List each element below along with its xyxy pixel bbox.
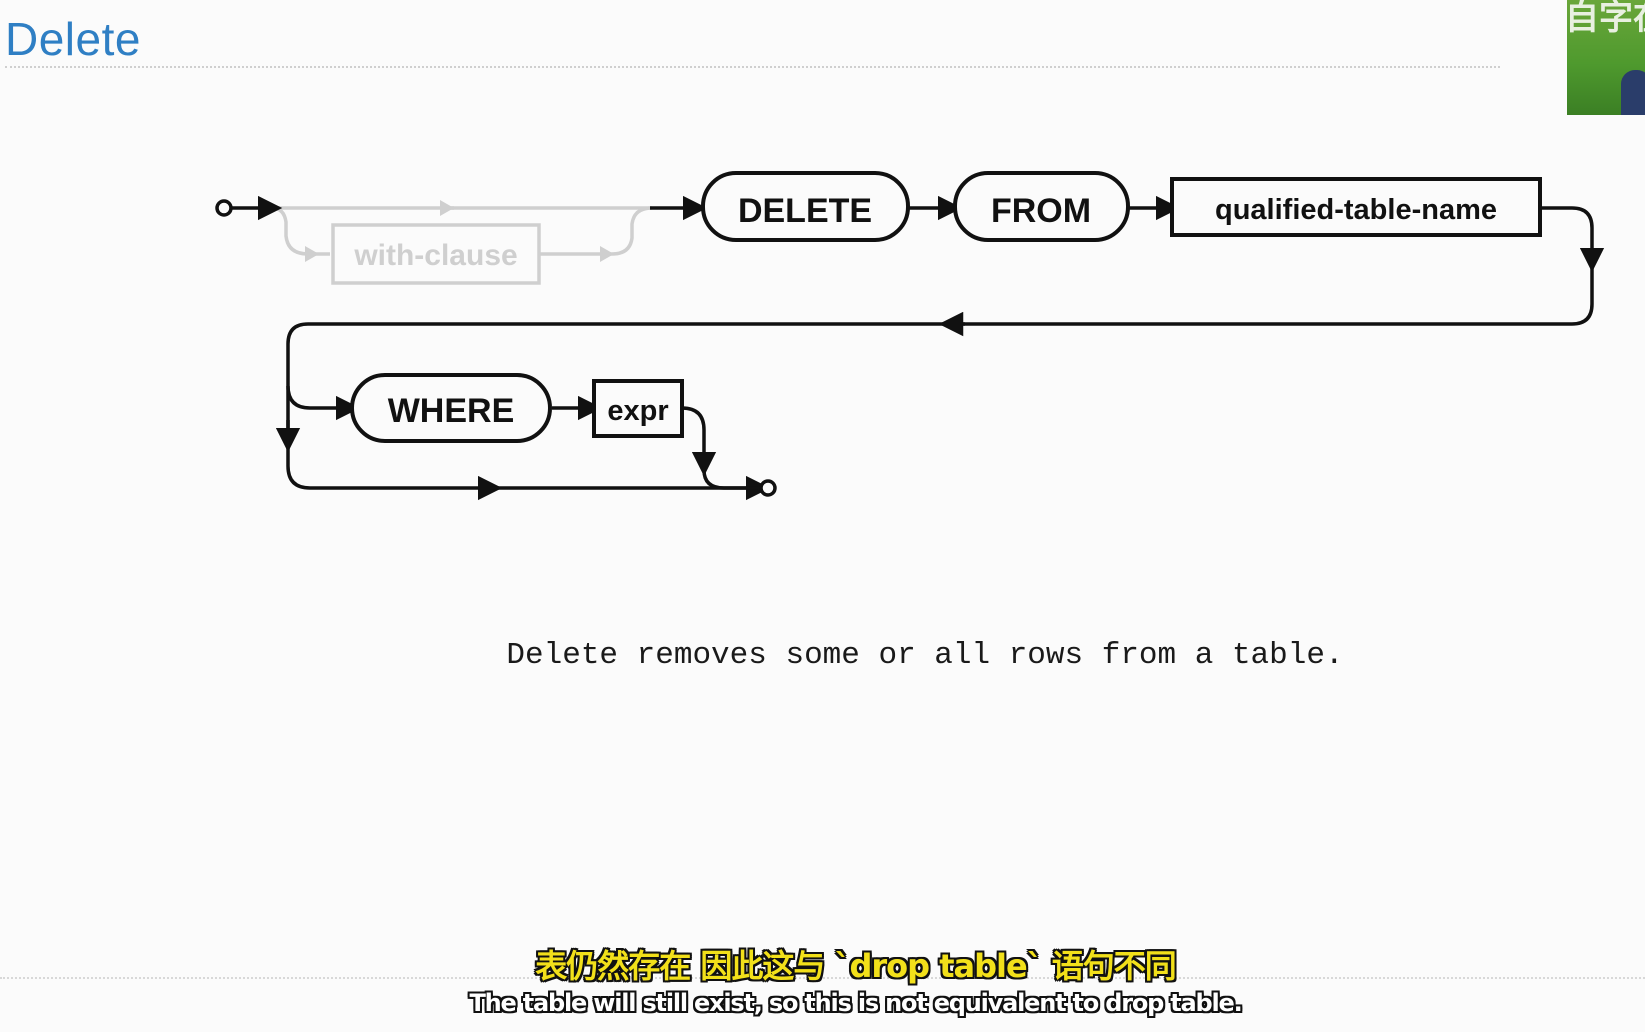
title-divider: [5, 66, 1500, 68]
expr-node: [592, 379, 684, 438]
start-terminal: [215, 199, 233, 217]
thumbnail-text: 自字在: [1567, 0, 1645, 38]
main-line: [215, 195, 1605, 501]
video-thumbnail: 自字在: [1567, 0, 1645, 115]
slide-caption: Delete removes some or all rows from a t…: [506, 638, 1344, 673]
skip-where-path: [286, 440, 503, 501]
branch-out-path: [540, 206, 653, 256]
optional-with-clause-branch: [270, 200, 653, 285]
where-keyword-label: WHERE: [388, 392, 515, 430]
end-terminal: [759, 479, 777, 497]
with-clause-label: with-clause: [353, 239, 517, 272]
to-end-connector: [702, 466, 771, 501]
presenter-image: [1621, 70, 1645, 115]
subtitle-english: The table will still exist, so this is n…: [469, 989, 1242, 1017]
delete-keyword-label: DELETE: [738, 192, 872, 230]
qualified-table-name-label: qualified-table-name: [1215, 194, 1497, 226]
to-where-connector: [286, 385, 361, 421]
delete-keyword-node: [701, 171, 910, 242]
railroad-syntax-diagram: with-clause: [215, 171, 1605, 501]
qualified-table-name-node: [1170, 177, 1542, 237]
slide-title: Delete: [5, 13, 141, 65]
faded-arrow-1: [440, 200, 454, 216]
from-keyword-node: [953, 171, 1130, 242]
expr-label: expr: [607, 395, 668, 427]
video-subtitles: 表仍然存在 因此这与 `drop table` 语句不同 The table w…: [0, 946, 1645, 1020]
subtitle-chinese: 表仍然存在 因此这与 `drop table` 语句不同: [535, 947, 1177, 985]
faded-arrow-2: [305, 246, 319, 262]
from-keyword-label: FROM: [991, 192, 1091, 230]
where-keyword-node: [350, 373, 552, 443]
wrap-down-connector: [1540, 206, 1605, 273]
faded-arrow-3: [600, 246, 614, 262]
bottom-divider: [0, 977, 1645, 979]
branch-in-path: [271, 206, 330, 256]
expr-exit-connector: [681, 406, 717, 477]
with-clause-box: [331, 223, 541, 285]
